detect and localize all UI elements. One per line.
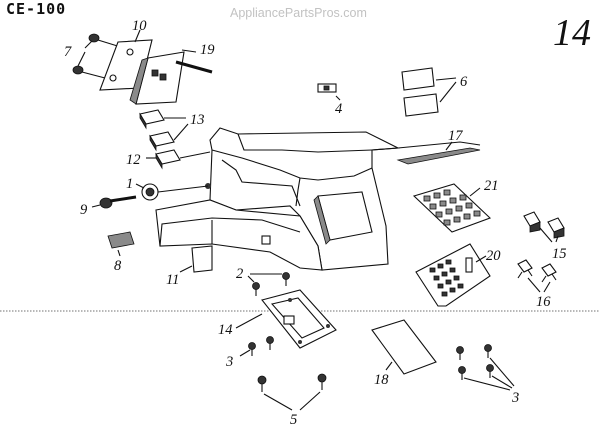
part-6-labels xyxy=(401,67,457,117)
part-9-screw xyxy=(91,195,137,209)
part-2-screws xyxy=(247,272,290,296)
callout-13: 13 xyxy=(190,112,205,128)
callout-8: 8 xyxy=(114,258,122,274)
part-13-buttons xyxy=(139,109,189,152)
part-19-plate xyxy=(129,49,213,105)
callout-17: 17 xyxy=(448,128,463,144)
part-17-trim xyxy=(396,141,481,165)
control-board-buttons xyxy=(429,257,473,297)
part-12-button xyxy=(146,149,211,170)
part-18-sheet xyxy=(371,319,437,375)
callout-7: 7 xyxy=(64,44,72,60)
callout-16: 16 xyxy=(536,294,551,310)
watermark: AppliancePartsPros.com xyxy=(230,6,367,20)
part-11-plate xyxy=(179,245,213,273)
callout-6: 6 xyxy=(460,74,468,90)
callout-2: 2 xyxy=(236,266,243,282)
part-5-feet xyxy=(257,373,327,411)
callout-19: 19 xyxy=(200,42,215,58)
part-1-knob xyxy=(135,183,209,201)
keypad-keys xyxy=(423,189,481,226)
callout-20: 20 xyxy=(486,248,501,264)
callout-1: 1 xyxy=(126,176,133,192)
callout-15: 15 xyxy=(552,246,567,262)
callout-5: 5 xyxy=(290,412,297,428)
callout-11: 11 xyxy=(166,272,179,288)
part-3-screws-left xyxy=(239,336,274,357)
part-7-screws xyxy=(72,33,125,79)
part-8-pad xyxy=(107,231,135,257)
callout-3-left: 3 xyxy=(225,354,233,370)
page-number: 14 xyxy=(553,12,591,54)
main-console-housing xyxy=(155,127,481,271)
callout-21: 21 xyxy=(484,178,499,194)
callout-9: 9 xyxy=(80,202,88,218)
part-15-clips xyxy=(523,211,565,243)
callout-18: 18 xyxy=(374,372,389,388)
callout-10: 10 xyxy=(132,18,147,34)
callout-12: 12 xyxy=(126,152,141,168)
callout-14: 14 xyxy=(218,322,233,338)
part-3-screws-right xyxy=(456,344,515,391)
model-number: CE-100 xyxy=(6,0,67,18)
part-14-frame xyxy=(235,289,337,349)
callout-3-right: 3 xyxy=(511,390,519,406)
part-16-clips xyxy=(517,259,557,293)
part-21-keypad xyxy=(412,183,492,233)
part-20-control-board xyxy=(415,243,491,307)
callout-labels: 7 10 19 4 6 13 12 17 1 9 21 8 11 2 20 15… xyxy=(64,18,567,428)
part-4-badge xyxy=(317,83,341,101)
callout-4: 4 xyxy=(335,101,342,117)
